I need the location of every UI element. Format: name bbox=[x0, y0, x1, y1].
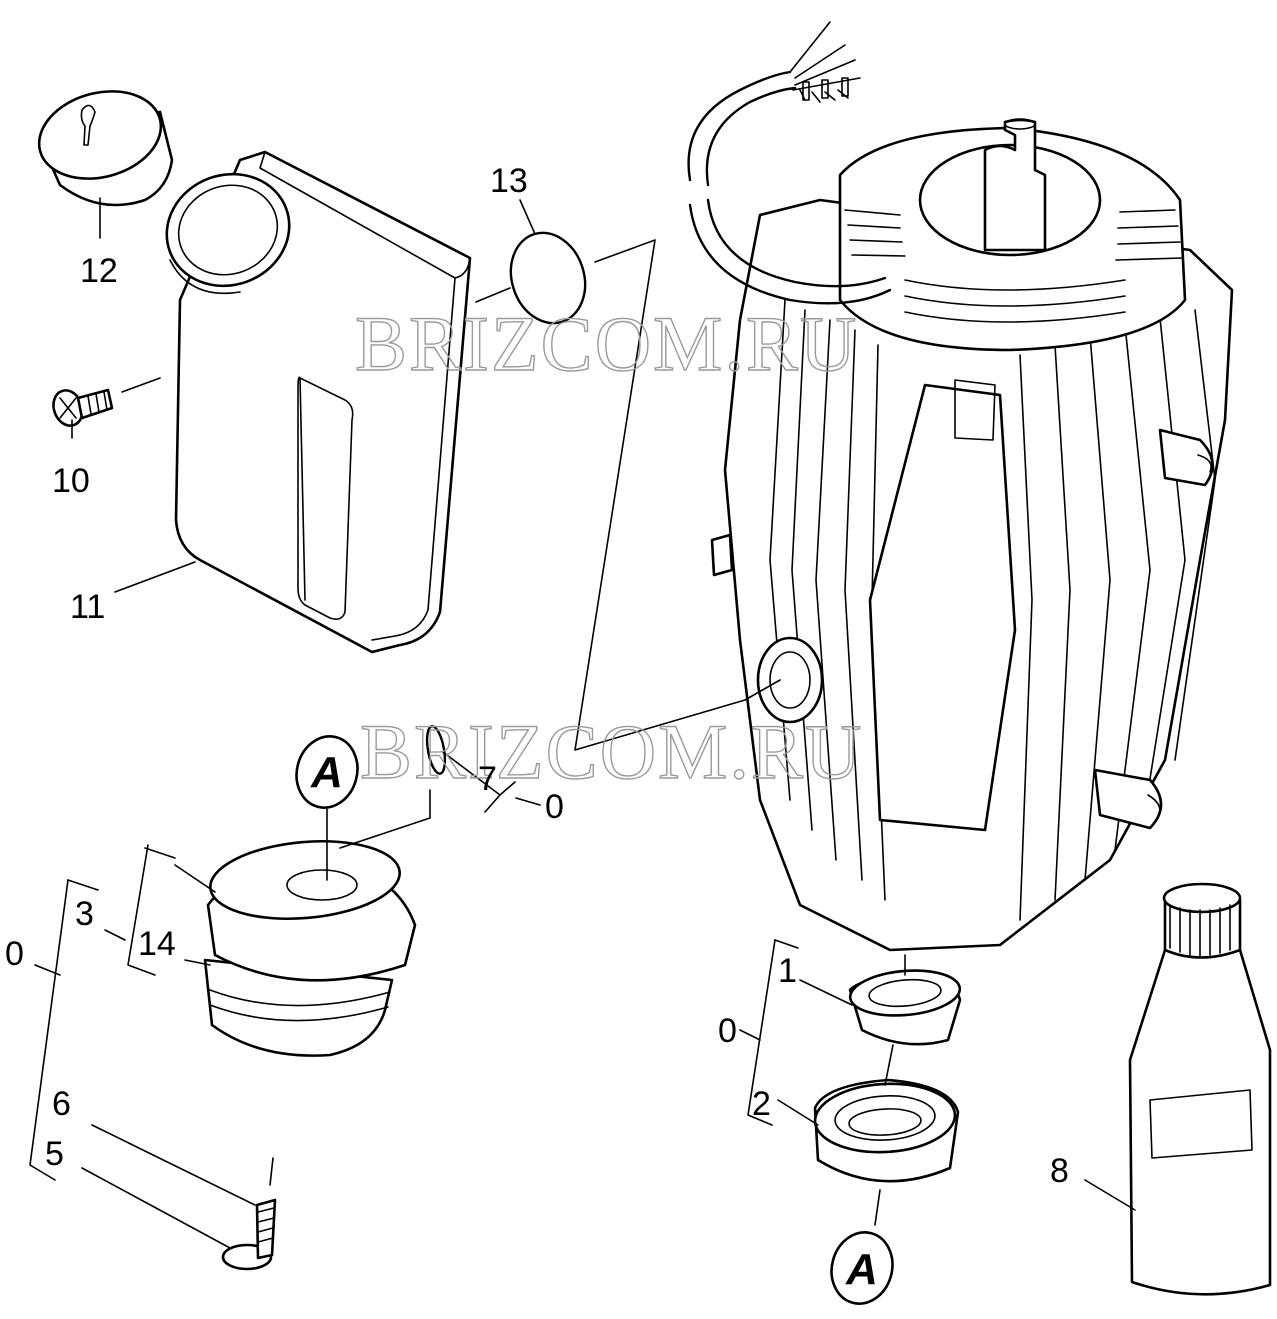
callout-14: 14 bbox=[138, 925, 176, 963]
leader-lines bbox=[29, 197, 1136, 1249]
callout-1: 1 bbox=[778, 952, 797, 990]
part-10-screw bbox=[52, 377, 161, 427]
bearing-axis-lines bbox=[874, 954, 906, 1226]
part-8-oil-bottle bbox=[1128, 882, 1272, 1296]
callout-8: 8 bbox=[1050, 1152, 1069, 1190]
watermark-top: BRIZCOM.RU bbox=[355, 300, 858, 387]
callout-11: 11 bbox=[70, 588, 105, 626]
marker-a-top-label: A bbox=[310, 748, 343, 797]
callout-10: 10 bbox=[52, 462, 90, 500]
callout-3: 3 bbox=[75, 895, 94, 933]
part-1-seal bbox=[848, 969, 962, 1046]
callout-0-middle: 0 bbox=[545, 788, 564, 826]
callout-6: 6 bbox=[52, 1085, 71, 1123]
part-11-oil-reservoir bbox=[165, 150, 472, 654]
marker-a-top: A bbox=[295, 735, 359, 809]
callout-2: 2 bbox=[752, 1085, 771, 1123]
callout-7: 7 bbox=[478, 760, 497, 798]
callout-5: 5 bbox=[45, 1135, 64, 1173]
part-12-cap bbox=[37, 90, 174, 207]
motor-housing bbox=[687, 21, 1234, 952]
part-14-gear-cover bbox=[203, 839, 417, 1057]
part-2-bearing bbox=[813, 1078, 960, 1183]
part-6-bolt bbox=[221, 1157, 277, 1271]
watermark-middle: BRIZCOM.RU bbox=[360, 708, 863, 795]
part-7-small-ring bbox=[425, 725, 447, 775]
marker-a-bottom: A bbox=[830, 1231, 894, 1305]
marker-a-bottom-label: A bbox=[845, 1245, 878, 1294]
callout-0-right: 0 bbox=[718, 1012, 737, 1050]
part-13-o-ring bbox=[509, 231, 587, 325]
callout-0-left: 0 bbox=[5, 935, 24, 973]
callout-13: 13 bbox=[490, 162, 528, 200]
callout-12: 12 bbox=[80, 252, 118, 290]
